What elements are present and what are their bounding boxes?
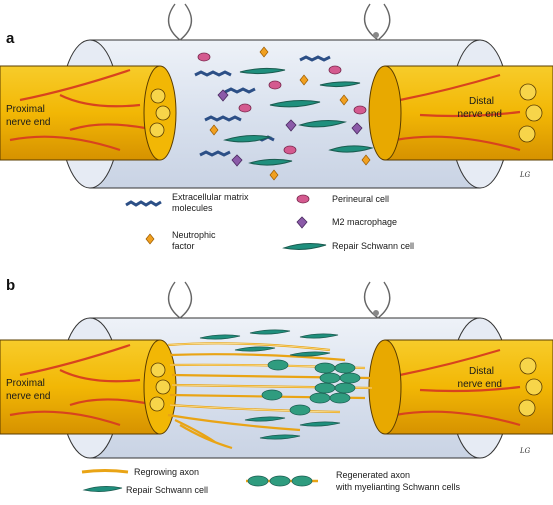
legend-perineural: Perineural cell bbox=[296, 194, 389, 204]
perineural-cell bbox=[197, 52, 367, 155]
panel-a-sutures bbox=[167, 3, 391, 41]
regenerated-axon-icon bbox=[246, 475, 318, 487]
panel-b-distal-label-2: nerve end bbox=[458, 379, 502, 390]
panel-b-distal-label-1: Distal bbox=[469, 366, 494, 377]
legend-regenerated-label-2: with myelianting Schwann cells bbox=[335, 482, 461, 492]
legend-perineural-label: Perineural cell bbox=[332, 194, 389, 204]
legend-schwann: Repair Schwann cell bbox=[282, 241, 414, 251]
macrophage-icon bbox=[296, 216, 308, 229]
panel-a-letter: a bbox=[6, 30, 15, 47]
legend-ecm-label-2: molecules bbox=[172, 203, 213, 213]
legend-neurotrophic-label-1: Neutrophic bbox=[172, 230, 216, 240]
schwann-icon bbox=[282, 243, 327, 250]
neurotrophic-icon bbox=[145, 233, 155, 245]
schwann-icon bbox=[82, 486, 123, 492]
legend-b-schwann-label: Repair Schwann cell bbox=[126, 485, 208, 495]
schwann-cell bbox=[223, 67, 374, 166]
panel-b-sutures bbox=[167, 281, 391, 319]
perineural-icon bbox=[296, 194, 310, 204]
legend-b-schwann: Repair Schwann cell bbox=[82, 485, 208, 495]
legend-regenerated: Regenerated axon with myelianting Schwan… bbox=[246, 470, 461, 492]
legend-neurotrophic-label-2: factor bbox=[172, 241, 195, 251]
panel-b: b Proximal nerve end Distal nerve end bbox=[0, 277, 553, 495]
panel-a-proximal-nerve: Proximal nerve end bbox=[0, 65, 177, 161]
signature-a: LG bbox=[519, 171, 531, 179]
panel-a-distal-label-1: Distal bbox=[469, 96, 494, 107]
panel-b-myelinating-cells bbox=[261, 359, 361, 416]
panel-a: a Proximal nerve end Distal bbox=[0, 3, 553, 251]
legend-axon: Regrowing axon bbox=[81, 467, 199, 477]
axon-icon bbox=[81, 469, 129, 474]
legend-macrophage-label: M2 macrophage bbox=[332, 217, 397, 227]
panel-b-proximal-label-2: nerve end bbox=[6, 391, 50, 402]
panel-b-proximal-nerve: Proximal nerve end bbox=[0, 339, 177, 435]
panel-b-distal-nerve: Distal nerve end bbox=[368, 339, 553, 435]
panel-a-legend: Extracellular matrix molecules Neutrophi… bbox=[125, 192, 414, 251]
panel-a-proximal-label-2: nerve end bbox=[6, 117, 50, 128]
legend-macrophage: M2 macrophage bbox=[296, 216, 397, 229]
neurotrophic-factor bbox=[209, 46, 371, 181]
legend-axon-label: Regrowing axon bbox=[134, 467, 199, 477]
panel-a-cells bbox=[194, 46, 374, 181]
ecm-icon bbox=[125, 200, 162, 207]
panel-b-legend: Regrowing axon Repair Schwann cell Regen… bbox=[81, 467, 461, 495]
panel-b-letter: b bbox=[6, 277, 15, 294]
ecm-molecule bbox=[194, 55, 331, 157]
legend-ecm: Extracellular matrix molecules bbox=[125, 192, 249, 213]
panel-a-distal-label-2: nerve end bbox=[458, 109, 502, 120]
panel-a-proximal-label-1: Proximal bbox=[6, 104, 45, 115]
legend-neurotrophic: Neutrophic factor bbox=[145, 230, 216, 251]
panel-b-schwann-cells bbox=[199, 329, 341, 440]
legend-ecm-label-1: Extracellular matrix bbox=[172, 192, 249, 202]
macrophage bbox=[217, 89, 363, 167]
signature-b: LG bbox=[519, 447, 531, 455]
panel-b-proximal-label-1: Proximal bbox=[6, 378, 45, 389]
legend-schwann-label: Repair Schwann cell bbox=[332, 241, 414, 251]
legend-regenerated-label-1: Regenerated axon bbox=[336, 470, 410, 480]
panel-a-distal-nerve: Distal nerve end bbox=[368, 65, 553, 161]
